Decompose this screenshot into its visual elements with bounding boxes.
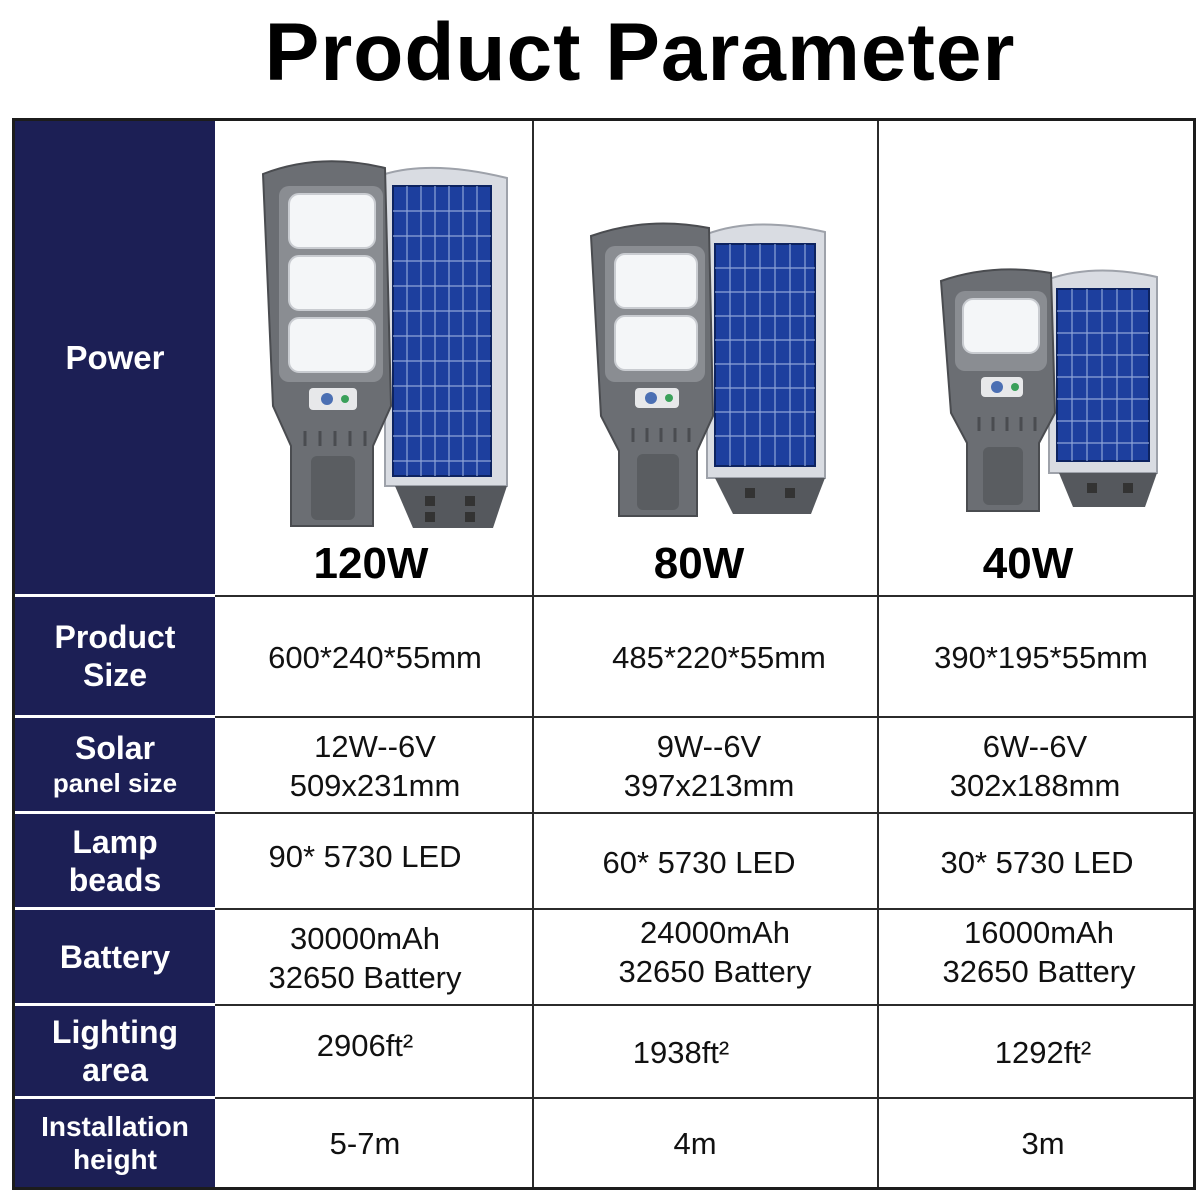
column-divider bbox=[877, 121, 879, 1187]
lamp-120w: 90* 5730 LED bbox=[268, 838, 462, 874]
solar-street-lamp-40w-icon bbox=[939, 268, 1158, 512]
battery-spec-line: 16000mAh bbox=[964, 915, 1114, 950]
solar-spec-line: 509x231mm bbox=[289, 768, 461, 803]
power-120w: 120W bbox=[313, 539, 429, 588]
height-120w: 5-7m bbox=[329, 1125, 401, 1161]
row-header-label: area bbox=[82, 1052, 148, 1088]
row-header-product-size: Product Size bbox=[15, 597, 215, 718]
row-header-solar-panel: Solar panel size bbox=[15, 718, 215, 814]
solar-spec-line: 9W--6V bbox=[656, 729, 762, 764]
row-header-label: Battery bbox=[59, 938, 171, 975]
row-header-battery: Battery bbox=[15, 910, 215, 1006]
solar-street-lamp-80w-icon bbox=[589, 222, 826, 517]
row-header-label: height bbox=[73, 1144, 157, 1175]
battery-spec-line: 30000mAh bbox=[290, 921, 440, 956]
solar-street-lamp-120w-icon bbox=[261, 160, 508, 528]
power-80w: 80W bbox=[653, 539, 745, 588]
size-80w: 485*220*55mm bbox=[612, 640, 826, 675]
row-header-label: panel size bbox=[52, 768, 178, 798]
row-divider bbox=[215, 908, 1193, 910]
size-40w: 390*195*55mm bbox=[934, 640, 1148, 675]
area-80w: 1938ft² bbox=[632, 1035, 730, 1070]
row-header-label: Solar bbox=[74, 730, 156, 766]
lamp-80w: 60* 5730 LED bbox=[602, 844, 796, 880]
solar-120w: 12W--6V 509x231mm bbox=[255, 718, 495, 814]
column-divider bbox=[532, 121, 534, 1187]
height-80w: 4m bbox=[673, 1125, 717, 1161]
solar-spec-line: 397x213mm bbox=[623, 768, 795, 803]
page-title: Product Parameter bbox=[264, 7, 1016, 98]
row-header-label: Lighting bbox=[51, 1014, 179, 1050]
row-divider bbox=[215, 595, 1193, 597]
row-header-label: Lamp bbox=[72, 823, 158, 860]
row-header-label: beads bbox=[68, 861, 162, 898]
row-divider bbox=[215, 812, 1193, 814]
battery-spec-line: 24000mAh bbox=[640, 915, 790, 950]
row-header-lighting-area: Lighting area bbox=[15, 1006, 215, 1099]
row-header-power-label: Power bbox=[65, 338, 165, 376]
row-divider bbox=[215, 1097, 1193, 1099]
battery-80w: 24000mAh 32650 Battery bbox=[585, 904, 845, 1000]
solar-spec-line: 12W--6V bbox=[314, 729, 436, 764]
parameter-table: Power Product Size Solar panel size Lamp… bbox=[12, 118, 1196, 1190]
solar-40w: 6W--6V 302x188mm bbox=[915, 718, 1155, 814]
power-40w: 40W bbox=[982, 539, 1074, 588]
area-120w: 2906ft² bbox=[316, 1027, 414, 1063]
lamp-40w: 30* 5730 LED bbox=[940, 844, 1134, 880]
row-header-lamp-beads: Lamp beads bbox=[15, 814, 215, 910]
row-header-power: Power bbox=[15, 121, 215, 597]
solar-spec-line: 302x188mm bbox=[949, 768, 1121, 803]
battery-spec-line: 32650 Battery bbox=[268, 960, 462, 995]
battery-40w: 16000mAh 32650 Battery bbox=[909, 904, 1169, 1000]
row-header-label: Size bbox=[82, 657, 148, 693]
row-header-label: Installation bbox=[41, 1111, 189, 1142]
solar-spec-line: 6W--6V bbox=[982, 729, 1088, 764]
height-40w: 3m bbox=[1021, 1125, 1065, 1161]
row-header-label: Product bbox=[54, 619, 176, 655]
battery-spec-line: 32650 Battery bbox=[618, 954, 812, 989]
battery-120w: 30000mAh 32650 Battery bbox=[235, 910, 495, 1006]
area-40w: 1292ft² bbox=[994, 1035, 1092, 1070]
solar-80w: 9W--6V 397x213mm bbox=[589, 718, 829, 814]
row-header-installation-height: Installation height bbox=[15, 1099, 215, 1187]
size-120w: 600*240*55mm bbox=[268, 640, 482, 675]
row-divider bbox=[215, 1004, 1193, 1006]
row-divider bbox=[215, 716, 1193, 718]
battery-spec-line: 32650 Battery bbox=[942, 954, 1136, 989]
